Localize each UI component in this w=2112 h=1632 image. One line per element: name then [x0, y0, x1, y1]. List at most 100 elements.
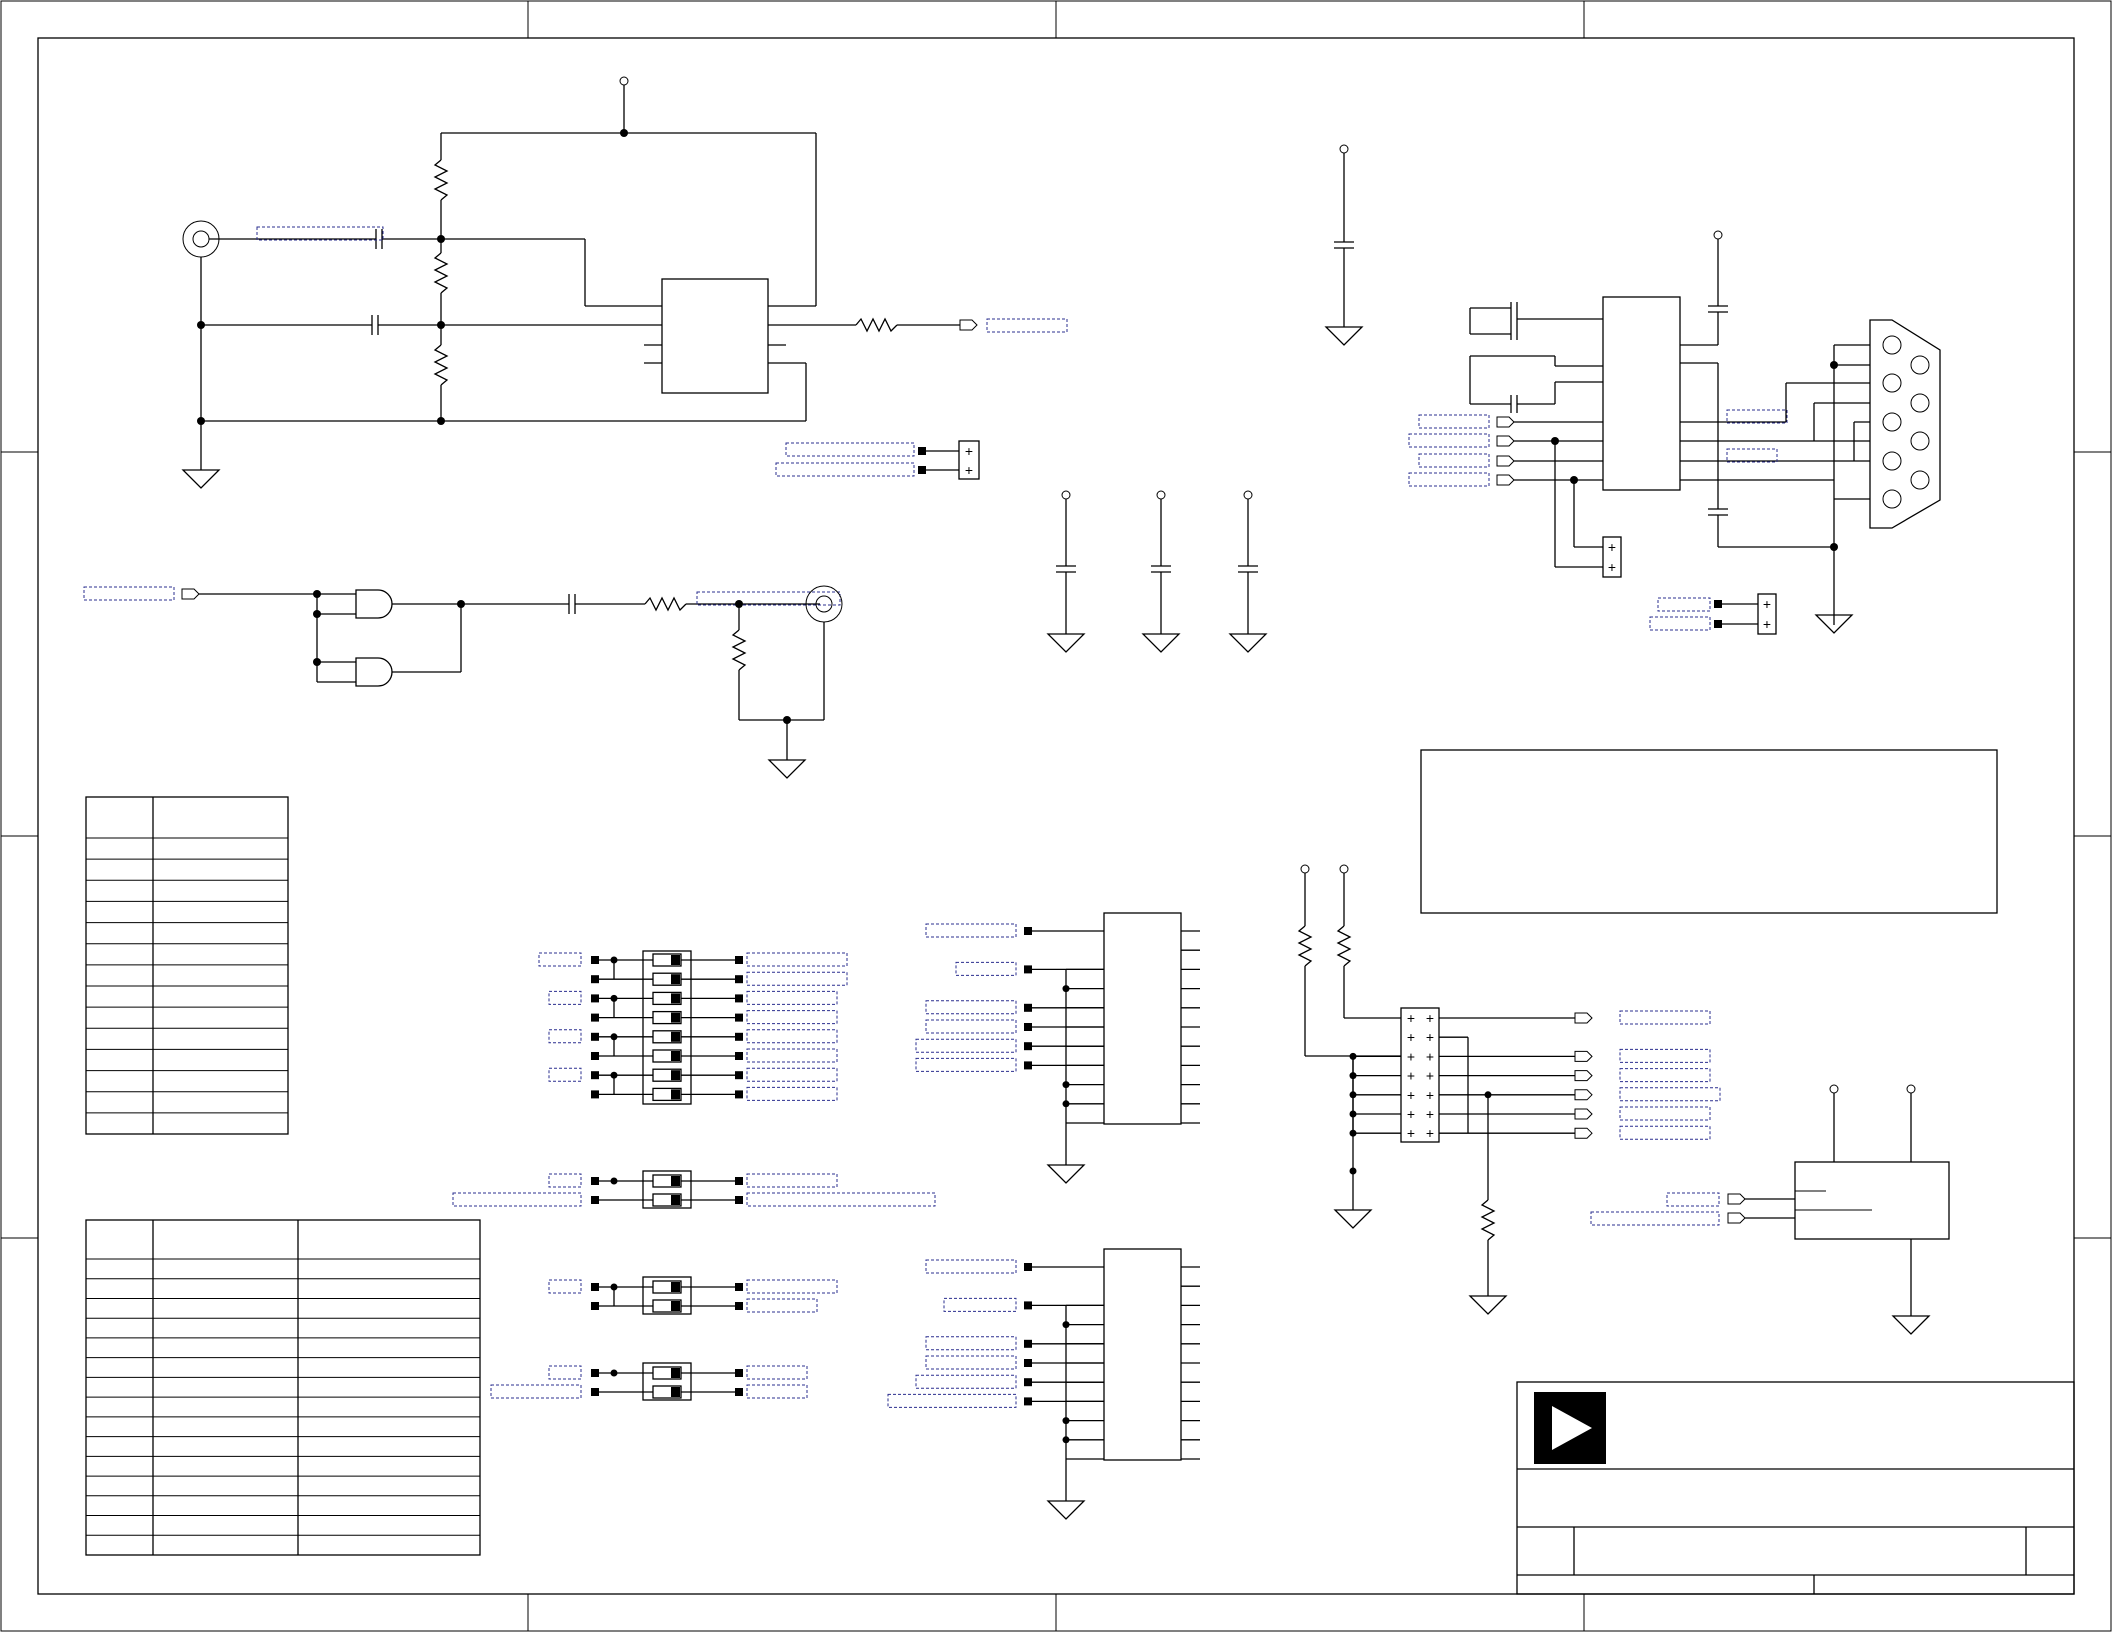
svg-text:+: + — [1426, 1087, 1434, 1103]
dip-switch — [591, 1384, 808, 1399]
dip-switch — [591, 1048, 838, 1063]
net-label — [1726, 448, 1778, 463]
net-label — [746, 1048, 838, 1063]
dip-switch — [591, 990, 838, 1006]
net-label — [746, 1173, 838, 1188]
decoupling-cap — [1046, 490, 1086, 653]
svg-text:+: + — [1407, 1087, 1415, 1103]
net-label — [83, 586, 175, 601]
title-block — [1516, 1381, 2075, 1595]
dip-switch-bank-2a — [452, 1170, 936, 1209]
net-label — [746, 1086, 838, 1101]
net-label — [746, 1067, 838, 1082]
net-label — [1418, 414, 1490, 429]
rs232-circuit: + + + + — [1408, 230, 1941, 635]
net-label — [915, 1038, 1017, 1053]
svg-text:+: + — [965, 462, 973, 478]
table-cell — [88, 967, 148, 984]
net-label — [1619, 1106, 1711, 1121]
net-label — [696, 591, 841, 606]
net-label — [955, 961, 1017, 976]
svg-text:+: + — [1426, 1125, 1434, 1141]
table-cell — [88, 1340, 148, 1356]
svg-text:+: + — [1407, 1029, 1415, 1045]
svg-text:+: + — [1407, 1010, 1415, 1026]
net-label — [746, 1029, 838, 1044]
port-icon — [181, 588, 200, 600]
table-cell — [88, 1009, 148, 1026]
header-2pin — [1602, 536, 1622, 578]
decoupling-cap — [1141, 490, 1181, 653]
table-cell — [88, 1115, 148, 1132]
port-icon — [1574, 1050, 1593, 1062]
table-cell — [88, 1379, 148, 1395]
play-triangle-logo — [1534, 1392, 1606, 1464]
svg-text:+: + — [1426, 1068, 1434, 1084]
net-label — [746, 952, 848, 967]
svg-text:+: + — [1426, 1106, 1434, 1122]
table-cell — [88, 1051, 148, 1068]
resistor-icon — [855, 317, 898, 333]
net-label — [1418, 453, 1490, 468]
db9-connector-icon — [1869, 319, 1941, 529]
dip-switch — [591, 1173, 838, 1188]
net-label — [1726, 409, 1788, 424]
port-icon — [1574, 1070, 1593, 1082]
ground-icon — [1333, 1209, 1373, 1229]
ground-icon — [1046, 1500, 1086, 1520]
table-cell — [88, 1300, 148, 1316]
and-gate-icon — [355, 657, 393, 687]
ground-icon — [767, 759, 807, 779]
net-label — [925, 923, 1017, 938]
port-icon — [1574, 1089, 1593, 1101]
ground-icon — [181, 469, 221, 489]
table-cell — [88, 925, 148, 942]
ground-icon — [1468, 1295, 1508, 1315]
dip-switch — [591, 1279, 838, 1294]
net-label — [746, 1279, 838, 1294]
net-label — [925, 1259, 1017, 1274]
table-cell — [88, 882, 148, 899]
dip-switch — [591, 1298, 818, 1313]
config-table-a — [85, 796, 289, 1135]
notes-box — [1420, 749, 1998, 914]
decoupling-cap — [1228, 490, 1268, 653]
svg-text:+: + — [1426, 1048, 1434, 1064]
table-cell — [88, 840, 148, 857]
dip-switch — [591, 1192, 936, 1207]
resistor-icon — [433, 252, 449, 294]
net-label — [1657, 597, 1711, 612]
table-cell — [88, 1439, 148, 1455]
header-connector-lower — [887, 1248, 1200, 1520]
table-cell — [88, 1458, 148, 1474]
rs232-transceiver-ic — [1602, 296, 1681, 491]
net-label — [1619, 1010, 1711, 1025]
table-cell — [88, 1030, 148, 1047]
net-label — [746, 1192, 936, 1207]
svg-text:+: + — [1407, 1068, 1415, 1084]
svg-text:+: + — [1426, 1010, 1434, 1026]
net-label — [943, 1297, 1017, 1312]
net-label — [548, 1365, 582, 1380]
net-label — [1408, 472, 1490, 487]
net-label — [548, 1173, 582, 1188]
port-icon — [1574, 1127, 1593, 1139]
dip-switch — [591, 1365, 808, 1380]
port-icon — [1574, 1108, 1593, 1120]
port-icon — [1574, 1012, 1593, 1024]
ground-icon — [1046, 1164, 1086, 1184]
net-label — [1590, 1211, 1720, 1226]
ground-icon — [1814, 614, 1854, 634]
svg-text:+: + — [965, 443, 973, 459]
table-cell — [88, 1537, 148, 1553]
net-label — [1619, 1087, 1721, 1102]
svg-text:+: + — [1407, 1125, 1415, 1141]
resistor-icon — [433, 159, 449, 201]
input-buffer-circuit: + + — [181, 76, 1068, 489]
svg-text:+: + — [1763, 596, 1771, 612]
net-label — [452, 1192, 582, 1207]
table-cell — [88, 1261, 148, 1277]
